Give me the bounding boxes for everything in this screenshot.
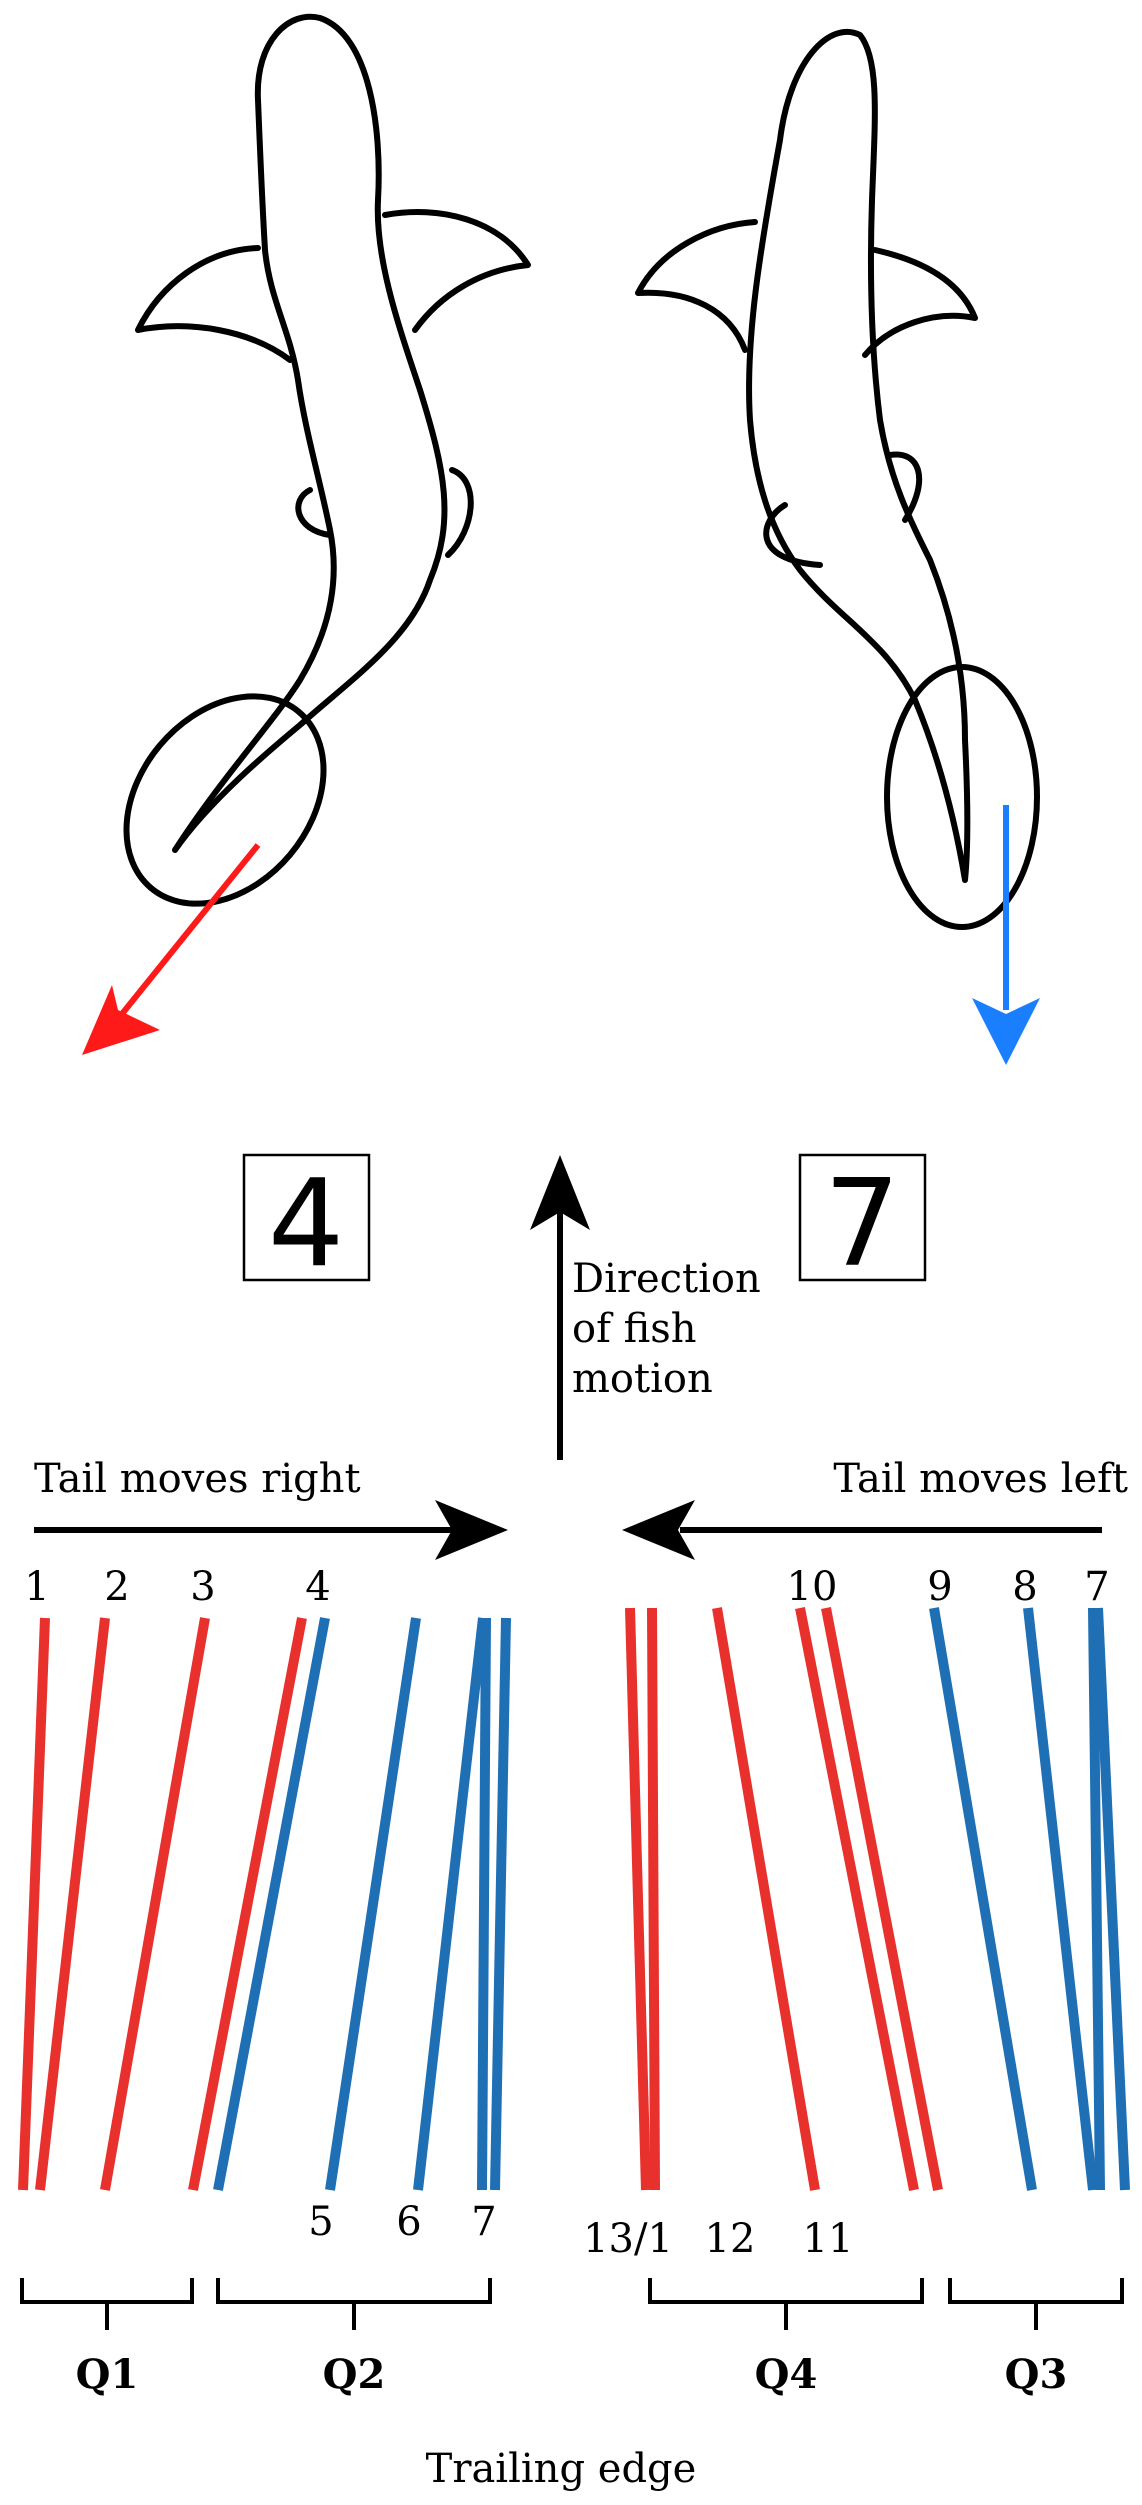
left-line-2 <box>35 1617 110 2191</box>
left-line-4-red <box>188 1617 307 2191</box>
left-line-7b <box>490 1617 511 2191</box>
left-tail-arrow-head <box>82 985 160 1055</box>
left-top-number-2: 2 <box>104 1564 129 1610</box>
tail-moves-left-arrow-head <box>622 1500 695 1560</box>
left-line-7a <box>477 1617 491 2191</box>
bracket-q1 <box>20 2278 194 2330</box>
left-fish-right-fin <box>382 209 531 333</box>
quadrant-label-q1: Q1 <box>76 2351 139 2398</box>
left-fish-tail-ellipse <box>123 693 327 907</box>
right-fish-tail-ellipse <box>884 664 1040 930</box>
frame-box-right <box>798 1153 927 1282</box>
right-line-7 <box>1093 1607 1130 2191</box>
left-fish-left-fin <box>135 245 293 363</box>
right-trailing-edge-lines <box>625 1607 1130 2191</box>
left-bottom-number-7: 7 <box>471 2199 496 2245</box>
frame-number-left: 4 <box>268 1155 344 1294</box>
tail-moves-right-arrow-head <box>435 1500 508 1560</box>
right-line-9 <box>1023 1607 1098 2191</box>
right-bottom-number-13-1: 13/1 <box>583 2216 673 2262</box>
bracket-q4 <box>648 2278 924 2330</box>
quadrant-label-q4: Q4 <box>755 2351 818 2398</box>
bracket-q2 <box>216 2278 492 2330</box>
right-top-number-8: 8 <box>1012 1564 1037 1610</box>
quadrant-label-q2: Q2 <box>323 2351 386 2398</box>
right-fish-left-pelvic <box>763 502 823 568</box>
right-fish-body <box>746 28 971 883</box>
right-line-10-blue <box>929 1607 1037 2191</box>
frame-box-left <box>242 1153 371 1282</box>
right-top-number-7: 7 <box>1084 1564 1109 1610</box>
frame-number-right: 7 <box>824 1155 900 1294</box>
left-top-number-3: 3 <box>190 1564 215 1610</box>
quadrant-label-q3: Q3 <box>1005 2351 1068 2398</box>
left-fish-body <box>172 13 448 853</box>
right-line-12 <box>712 1607 820 2191</box>
left-bottom-number-6: 6 <box>396 2199 421 2245</box>
left-line-4-blue <box>213 1617 330 2191</box>
right-fish-icon <box>635 28 1040 930</box>
trailing-edge-label: Trailing edge <box>426 2446 697 2492</box>
left-fish-icon <box>123 13 531 907</box>
right-top-number-9: 9 <box>927 1564 952 1610</box>
direction-label-line1: Direction <box>572 1256 761 1302</box>
right-bottom-number-11: 11 <box>803 2216 854 2262</box>
right-bottom-number-12: 12 <box>705 2216 756 2262</box>
left-top-number-1: 1 <box>24 1564 49 1610</box>
right-top-number-10: 10 <box>787 1564 838 1610</box>
left-line-3 <box>100 1617 210 2191</box>
left-tail-arrow-shaft <box>102 843 261 1037</box>
right-fish-right-pelvic <box>887 451 923 523</box>
left-fish-left-pelvic <box>295 487 333 538</box>
left-line-6 <box>413 1617 488 2191</box>
direction-label-line3: motion <box>572 1356 713 1402</box>
left-line-1 <box>18 1617 50 2191</box>
right-line-10-red <box>821 1607 943 2191</box>
right-line-8 <box>1088 1607 1105 2191</box>
right-line-11 <box>795 1607 919 2191</box>
tail-moves-left-label: Tail moves left <box>833 1456 1128 1502</box>
direction-label-line2: of fish <box>572 1306 697 1352</box>
direction-arrow-head <box>530 1155 590 1230</box>
left-line-5 <box>325 1617 421 2191</box>
quadrant-brackets <box>20 2278 1124 2330</box>
left-top-number-4: 4 <box>305 1564 330 1610</box>
right-tail-arrow-head <box>972 998 1040 1065</box>
right-fish-right-fin <box>862 247 978 358</box>
tail-moves-right-label: Tail moves right <box>34 1456 361 1502</box>
left-fish-right-pelvic <box>445 467 474 558</box>
right-fish-left-fin <box>635 219 758 353</box>
right-line-13-1-a <box>625 1607 651 2191</box>
left-bottom-number-5: 5 <box>308 2199 333 2245</box>
bracket-q3 <box>948 2278 1124 2330</box>
left-trailing-edge-lines <box>18 1617 511 2191</box>
right-line-13-1-b <box>647 1607 660 2191</box>
